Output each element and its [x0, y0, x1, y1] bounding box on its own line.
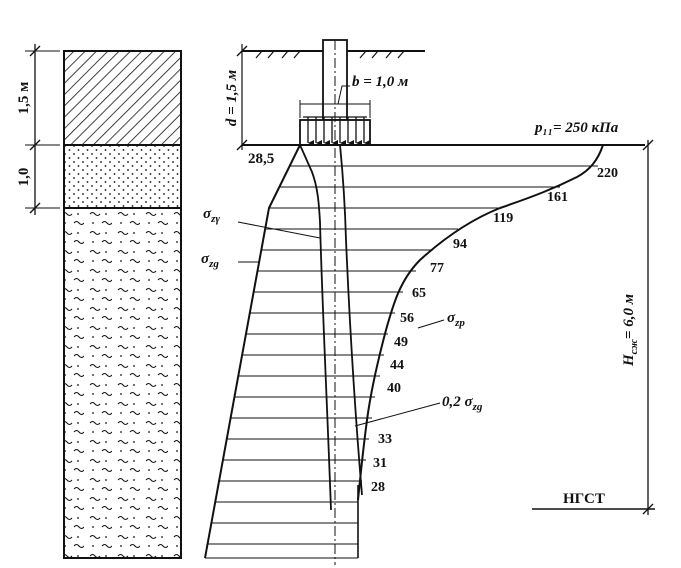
sigma-zp-value: 161	[547, 190, 568, 205]
sigma-zp-value: 31	[373, 456, 387, 471]
sigma-zp-curve	[340, 144, 605, 501]
dim-slash	[642, 139, 654, 151]
layer-1-thickness: 1,5 м	[16, 82, 32, 115]
layer-3-loam	[63, 207, 182, 559]
sigma-zp-labels: 220 161 119 94 77 65 56 49 44 40 33 31 2…	[371, 166, 618, 495]
sigma-zp-value: 94	[453, 237, 467, 252]
sigma-zp-value: 119	[493, 211, 513, 226]
layer-2-thickness: 1,0	[16, 168, 32, 187]
sigma-zgamma-label: σzγ	[203, 206, 220, 225]
sigma-02zg-leader	[354, 402, 441, 427]
sigma-zp-value: 220	[597, 166, 618, 181]
sigma-zgamma-curve	[299, 144, 332, 511]
sigma-zp-value: 28	[371, 480, 385, 495]
sigma-zp-value: 33	[378, 432, 392, 447]
sigma-zgamma-leader	[237, 221, 321, 239]
dim-slash	[29, 45, 41, 57]
pressure-label: p₁₁= 250 кПа	[533, 120, 619, 136]
sigma-zp-value: 40	[387, 381, 401, 396]
sigma-zp-value: 65	[412, 286, 426, 301]
sigma-zg-surface-value: 28,5	[248, 151, 274, 167]
layer-1-hatched	[63, 50, 182, 146]
sigma-zp-label: σzp	[447, 310, 465, 329]
sigma-02zg-label: 0,2 σzg	[442, 394, 483, 413]
ground-hatching	[255, 50, 405, 59]
depth-label: d = 1,5 м	[224, 70, 240, 126]
stress-diagram	[204, 40, 605, 565]
curve-labels: σzγ σzg σzp 0,2 σzg	[201, 206, 483, 427]
soil-column: 1,5 м 1,0	[16, 44, 182, 559]
compressible-depth-dimension: Hсж= 6,0 м НГСТ	[532, 139, 655, 515]
sigma-02zg-curve	[339, 144, 363, 496]
lower-boundary-label: НГСТ	[563, 491, 605, 507]
dim-slash	[29, 139, 41, 151]
sigma-zp-leader	[417, 319, 445, 329]
dim-slash	[236, 45, 248, 57]
sigma-zp-value: 77	[430, 261, 444, 276]
layer-2-sand	[63, 144, 182, 209]
sigma-zp-value: 56	[400, 311, 414, 326]
sigma-zg-envelope	[204, 144, 301, 559]
slice-lines	[205, 165, 598, 559]
compressible-depth-label: Hсж= 6,0 м	[621, 294, 640, 367]
width-label: b = 1,0 м	[352, 74, 408, 90]
dim-slash	[29, 202, 41, 214]
sigma-zp-value: 44	[390, 358, 404, 373]
sigma-zg-label: σzg	[201, 251, 219, 270]
width-leader	[337, 85, 350, 105]
foundation-area: d = 1,5 м b = 1,0 м p₁₁= 250 кПа 28,5	[224, 39, 645, 167]
sigma-zp-value: 49	[394, 335, 408, 350]
